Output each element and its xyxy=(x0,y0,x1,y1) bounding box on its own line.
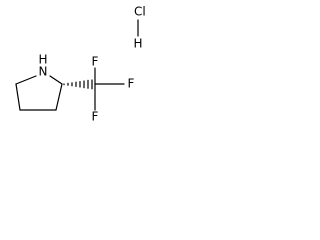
bond-c3-c2 xyxy=(55,83,63,111)
fluorine-right-label: F xyxy=(128,77,135,91)
chemical-structure: Cl H N H F F F xyxy=(15,5,146,124)
bond-c5-c4 xyxy=(15,83,21,111)
ring-nitrogen-label: N xyxy=(39,65,48,79)
ring-nh-hydrogen-label: H xyxy=(38,53,47,67)
fluorine-bottom-label: F xyxy=(92,110,99,124)
trifluoromethyl-group: F F F xyxy=(92,55,135,124)
fluorine-top-label: F xyxy=(92,55,99,69)
bond-n-c5 xyxy=(15,75,37,85)
pyrrolidine-ring: N H xyxy=(15,53,63,111)
hcl-hydrogen-label: H xyxy=(133,37,142,51)
bond-n-c2 xyxy=(49,75,63,85)
hashed-wedge-bond xyxy=(63,79,93,90)
hcl-chlorine-label: Cl xyxy=(134,5,146,19)
hydrochloride-salt: Cl H xyxy=(133,5,145,51)
